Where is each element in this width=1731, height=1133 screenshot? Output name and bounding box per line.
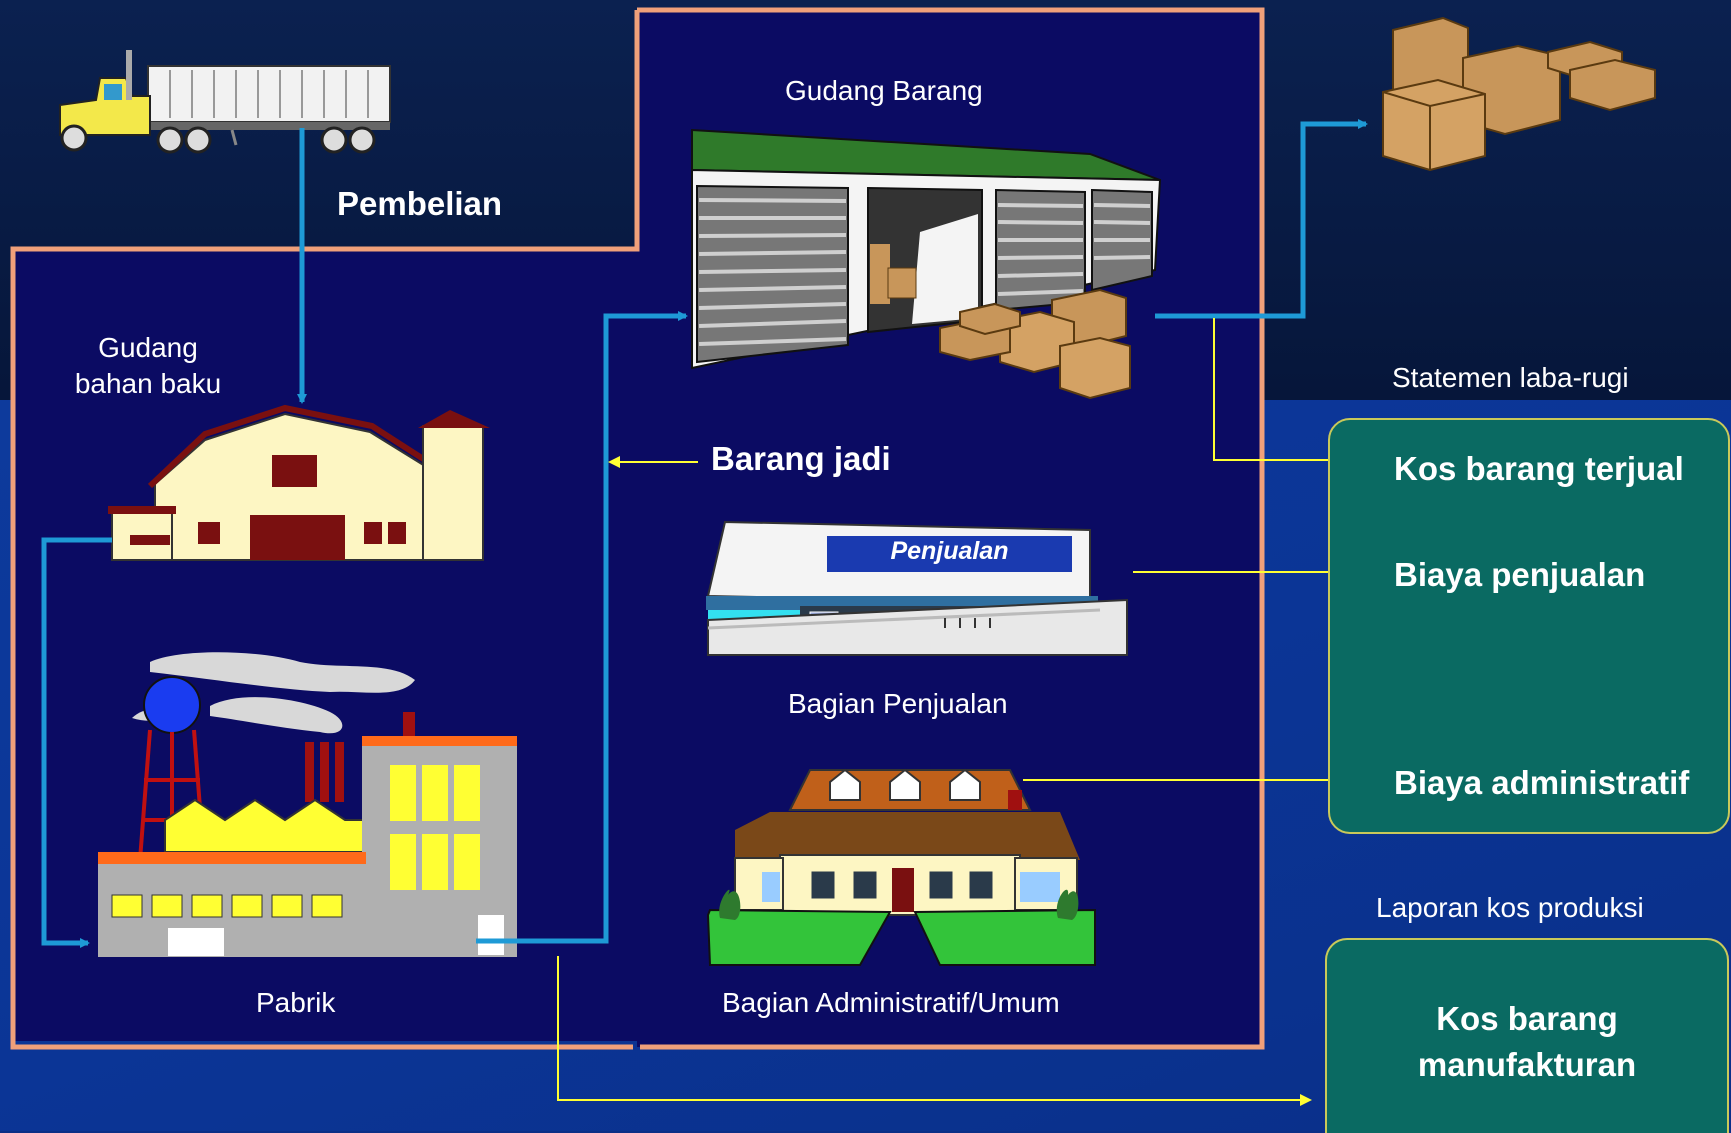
raw-material-warehouse-label-line2: bahan baku [74,368,222,399]
sales-department-label: Bagian Penjualan [788,688,1008,719]
production-report-box: Kos barang manufakturan [1325,938,1729,1133]
raw-material-warehouse-label-line1: Gudang [98,332,198,363]
admin-department-label: Bagian Administratif/Umum [722,987,1060,1018]
cost-flow [557,318,1384,1106]
raw-material-warehouse-icon [108,404,490,561]
truck-icon [59,50,391,154]
boxes-icon [1382,16,1656,172]
income-statement-title: Statemen laba-rugi [1392,362,1629,393]
income-statement-box: Kos barang terjual Biaya penjualan Biaya… [1328,418,1730,834]
finished-goods-warehouse-label: Gudang Barang [785,75,983,106]
admin-expense-item: Biaya administratif [1394,764,1690,801]
cogm-label: Kos barang manufakturan [1327,996,1727,1088]
store-sign-label: Penjualan [890,537,1009,565]
material-flow [41,119,1368,948]
factory-icon [98,652,517,957]
selling-expense-item: Biaya penjualan [1394,556,1646,593]
cogm-line1: Kos barang [1436,1000,1618,1037]
warehouse-icon [691,128,1162,400]
production-report-title: Laporan kos produksi [1376,892,1644,923]
purchase-label: Pembelian [337,185,503,222]
admin-house-icon [706,768,1096,966]
sales-store-icon [706,520,1128,656]
finished-goods-label: Barang jadi [711,440,891,477]
cogs-item: Kos barang terjual [1394,450,1684,487]
factory-label: Pabrik [256,987,336,1018]
raw-material-warehouse-label: Gudang bahan baku [48,330,248,402]
cogm-line2: manufakturan [1417,1046,1637,1083]
